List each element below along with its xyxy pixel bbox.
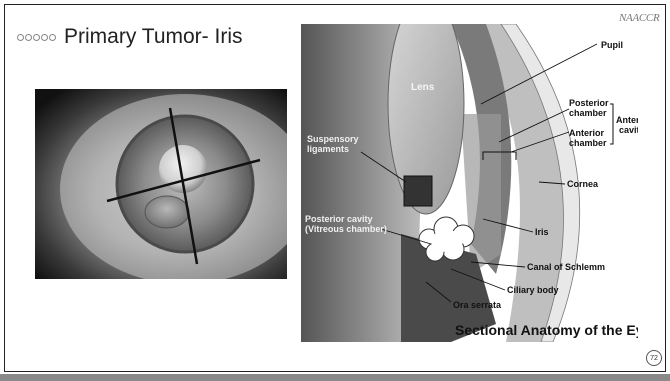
label-ciliary-body: Ciliary body	[507, 285, 559, 295]
iris-tumor-photo	[35, 89, 287, 279]
label-posterior-chamber-2: chamber	[569, 108, 607, 118]
label-suspensory-2: ligaments	[307, 144, 349, 154]
label-ora-serrata: Ora serrata	[453, 300, 502, 310]
label-canal-of-schlemm: Canal of Schlemm	[527, 262, 605, 272]
bullet-decoration-icon	[17, 34, 56, 41]
page-number-badge: 72	[646, 350, 662, 366]
label-cornea: Cornea	[567, 179, 599, 189]
label-pupil: Pupil	[601, 40, 623, 50]
eye-anatomy-diagram: Pupil Lens Posterior chamber Anterior ch…	[301, 24, 638, 342]
naaccr-logo: NAACCR	[619, 12, 659, 24]
label-posterior-chamber-1: Posterior	[569, 98, 609, 108]
label-suspensory-1: Suspensory	[307, 134, 359, 144]
diagram-caption: Sectional Anatomy of the Eye	[455, 322, 638, 338]
label-anterior-cavity-1: Anterior	[616, 115, 638, 125]
label-lens: Lens	[411, 82, 435, 93]
label-anterior-cavity-2: cavity	[619, 125, 638, 135]
bottom-bar	[0, 374, 670, 381]
label-posterior-cavity-2: (Vitreous chamber)	[305, 224, 387, 234]
label-iris: Iris	[535, 227, 549, 237]
title-row: Primary Tumor- Iris	[17, 24, 243, 50]
label-anterior-chamber-2: chamber	[569, 138, 607, 148]
label-anterior-chamber-1: Anterior	[569, 128, 605, 138]
slide-title: Primary Tumor- Iris	[64, 25, 243, 49]
label-posterior-cavity-1: Posterior cavity	[305, 214, 373, 224]
